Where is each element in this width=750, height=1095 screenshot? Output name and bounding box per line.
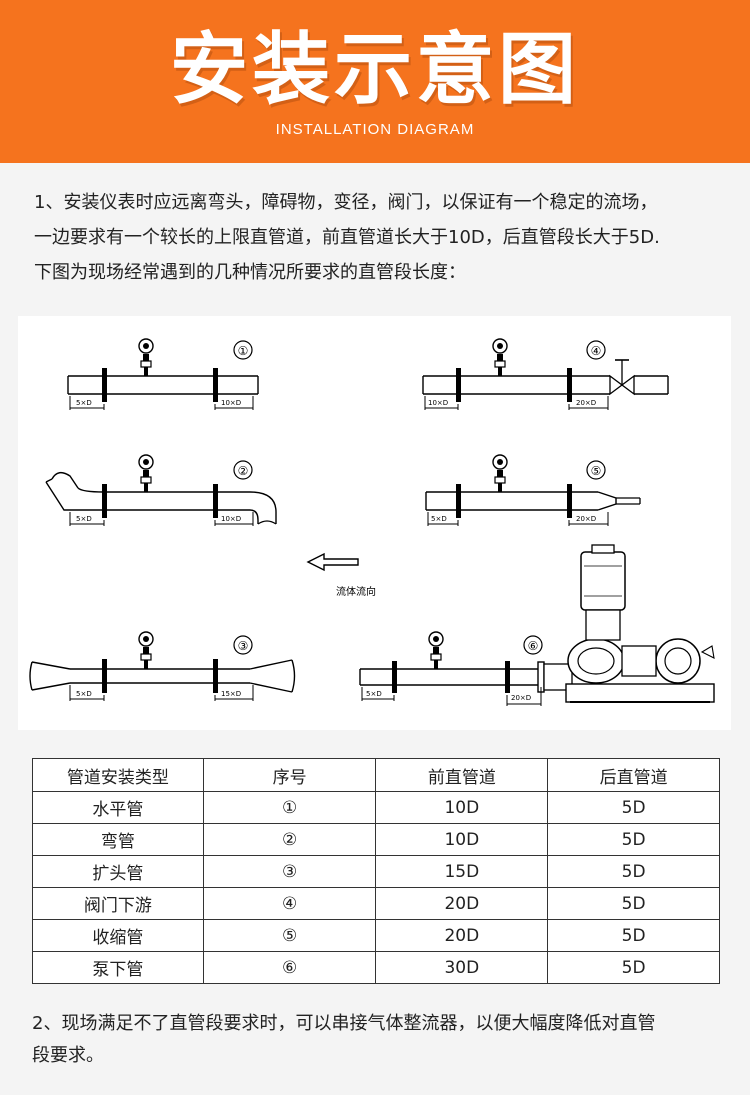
marker-1: ① (238, 344, 249, 358)
cell-back: 5D (547, 887, 720, 920)
marker-2: ② (238, 464, 249, 478)
cell-type: 扩头管 (32, 855, 204, 888)
col-header-front: 前直管道 (375, 758, 549, 792)
diagram-svg: 5×D 10×D ① 10×D 20×D (29, 338, 715, 706)
table-row: 弯管 ② 10D 5D (32, 823, 720, 856)
dim-2-back: 10×D (221, 515, 241, 523)
flow-direction: 流体流向 (306, 552, 376, 598)
intro-line-3: 下图为现场经常遇到的几种情况所要求的直管段长度： (34, 262, 466, 283)
cell-front: 15D (375, 855, 549, 888)
scenario-5-reducer: 5×D 20×D ⑤ (425, 454, 641, 526)
outro-line-2: 段要求。 (32, 1045, 104, 1066)
cell-type: 阀门下游 (32, 887, 204, 920)
page-subtitle: INSTALLATION DIAGRAM (275, 121, 475, 138)
dim-3-back: 15×D (221, 690, 241, 698)
table-row: 扩头管 ③ 15D 5D (32, 855, 720, 888)
scenario-2-elbow: 5×D 10×D ② (45, 454, 277, 526)
cell-index: ⑤ (202, 919, 377, 952)
marker-3: ③ (238, 639, 249, 653)
cell-type: 水平管 (32, 791, 204, 824)
cell-type: 弯管 (32, 823, 204, 856)
cell-type: 泵下管 (32, 951, 204, 984)
cell-back: 5D (547, 791, 720, 824)
header-banner: 安装示意图 INSTALLATION DIAGRAM (0, 0, 750, 163)
cell-back: 5D (547, 855, 720, 888)
cell-front: 10D (375, 823, 549, 856)
dim-1-back: 10×D (221, 399, 241, 407)
dim-6-back: 20×D (511, 694, 531, 702)
cell-index: ① (202, 791, 377, 824)
scenario-3-expander: 5×D 15×D ③ (29, 631, 296, 701)
intro-line-2: 一边要求有一个较长的上限直管道，前直管道长大于10D，后直管段长大于5D. (34, 227, 660, 248)
cell-type: 收缩管 (32, 919, 204, 952)
scenario-4-valve: 10×D 20×D ④ (422, 338, 669, 410)
cell-front: 20D (375, 887, 549, 920)
table-row: 阀门下游 ④ 20D 5D (32, 887, 720, 920)
cell-front: 20D (375, 919, 549, 952)
outro-line-1: 2、现场满足不了直管段要求时，可以串接气体整流器，以便大幅度降低对直管 (32, 1013, 656, 1034)
flow-label: 流体流向 (336, 585, 376, 598)
dim-4-back: 20×D (576, 399, 596, 407)
intro-line-1: 1、安装仪表时应远离弯头，障碍物，变径，阀门，以保证有一个稳定的流场， (34, 192, 658, 213)
table-row: 收缩管 ⑤ 20D 5D (32, 919, 720, 952)
cell-back: 5D (547, 823, 720, 856)
dim-3-front: 5×D (76, 690, 92, 698)
intro-text: 1、安装仪表时应远离弯头，障碍物，变径，阀门，以保证有一个稳定的流场， 一边要求… (34, 185, 724, 290)
cell-index: ② (202, 823, 377, 856)
flow-arrow-icon (306, 552, 359, 572)
dim-2-front: 5×D (76, 515, 92, 523)
cell-front: 30D (375, 951, 549, 984)
cell-index: ③ (202, 855, 377, 888)
cell-front: 10D (375, 791, 549, 824)
dim-5-front: 5×D (431, 515, 447, 523)
table-row: 水平管 ① 10D 5D (32, 791, 720, 824)
outro-text: 2、现场满足不了直管段要求时，可以串接气体整流器，以便大幅度降低对直管 段要求。 (32, 1008, 722, 1072)
dim-6-front: 5×D (366, 690, 382, 698)
page-title: 安装示意图 (169, 25, 580, 115)
dim-4-front: 10×D (428, 399, 448, 407)
scenario-6-pump: 5×D 20×D ⑥ (359, 544, 715, 706)
cell-index: ⑥ (202, 951, 377, 984)
installation-diagram: 5×D 10×D ① 10×D 20×D (18, 316, 731, 730)
marker-4: ④ (591, 344, 602, 358)
marker-6: ⑥ (528, 639, 539, 653)
dim-1-front: 5×D (76, 399, 92, 407)
table-header-row: 管道安装类型 序号 前直管道 后直管道 (32, 758, 720, 792)
marker-5: ⑤ (591, 464, 602, 478)
straight-pipe-table: 管道安装类型 序号 前直管道 后直管道 水平管 ① 10D 5D 弯管 ② 10… (32, 758, 720, 984)
table-row: 泵下管 ⑥ 30D 5D (32, 951, 720, 984)
cell-back: 5D (547, 951, 720, 984)
cell-index: ④ (202, 887, 377, 920)
scenario-1-straight: 5×D 10×D ① (67, 338, 259, 410)
col-header-type: 管道安装类型 (32, 758, 204, 792)
cell-back: 5D (547, 919, 720, 952)
dim-5-back: 20×D (576, 515, 596, 523)
col-header-back: 后直管道 (547, 758, 720, 792)
col-header-index: 序号 (202, 758, 377, 792)
